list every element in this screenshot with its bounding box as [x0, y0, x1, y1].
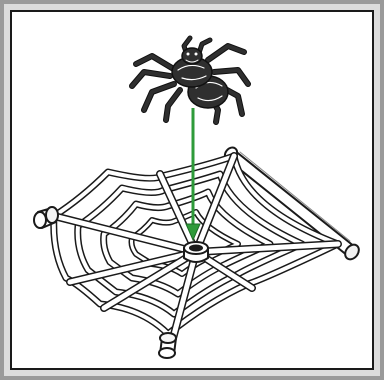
instruction-diagram — [12, 12, 372, 368]
web-end-cap-bottom — [159, 333, 176, 358]
web-center-stud — [184, 242, 208, 262]
spider-web — [34, 145, 362, 358]
illustration-panel — [10, 10, 374, 370]
spider — [132, 38, 248, 122]
